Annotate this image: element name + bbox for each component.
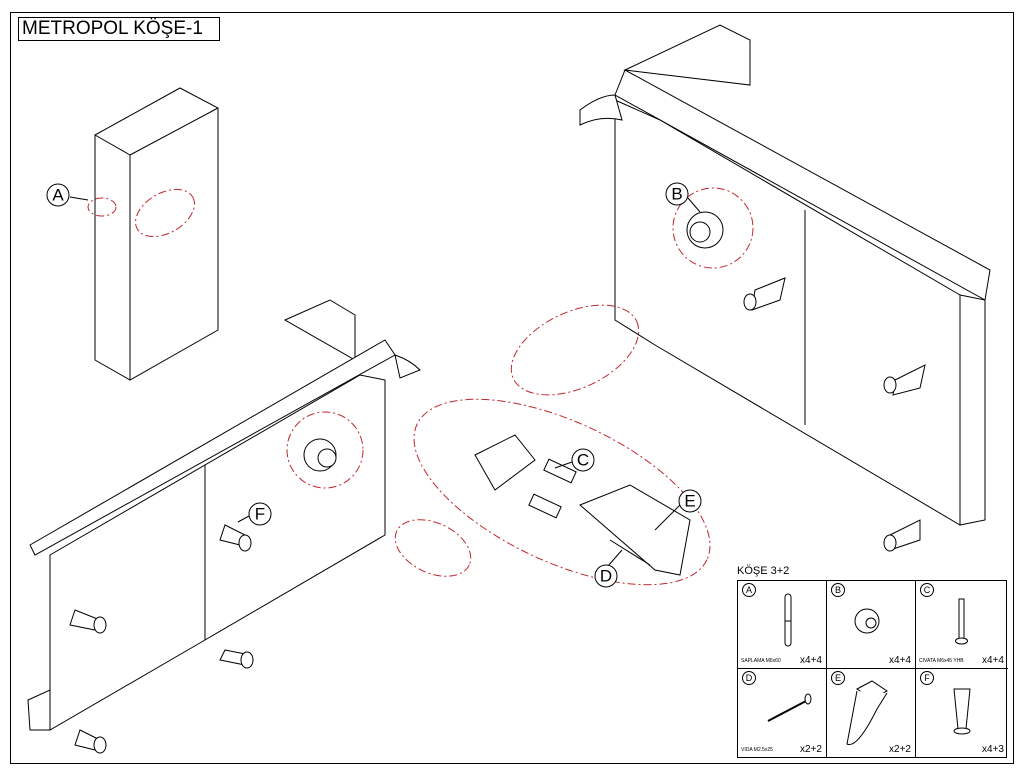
part-cell-b: B x4+4 bbox=[827, 581, 916, 669]
svg-text:C: C bbox=[577, 451, 589, 470]
part-cell-e: E x2+2 bbox=[827, 669, 916, 757]
right-sofa-frame bbox=[579, 24, 991, 526]
part-cell-a: A SAPLAMA M6x60 x4+4 bbox=[738, 581, 827, 669]
b-cam-fittings bbox=[303, 211, 724, 472]
bolt-icon bbox=[955, 598, 968, 645]
side-panel bbox=[94, 87, 219, 381]
drawing-frame bbox=[10, 12, 1014, 764]
callout-d: D bbox=[594, 549, 623, 588]
svg-text:B: B bbox=[671, 185, 682, 204]
exploded-bracket-detail bbox=[474, 434, 691, 576]
svg-text:E: E bbox=[684, 492, 695, 511]
cam-lock-icon bbox=[854, 608, 880, 634]
part-cell-f: F x4+3 bbox=[916, 669, 1008, 757]
callout-c: C bbox=[554, 448, 595, 472]
dowel-icon bbox=[784, 593, 792, 647]
svg-text:A: A bbox=[52, 186, 64, 205]
leg-icon bbox=[953, 688, 971, 735]
part-cell-d: D VIDA M2.5x25 x2+2 bbox=[738, 669, 827, 757]
parts-table-heading: KÖŞE 3+2 bbox=[737, 565, 790, 577]
page-title: METROPOL KÖŞE-1 bbox=[18, 17, 220, 41]
screw-icon bbox=[767, 693, 812, 722]
detail-ellipses bbox=[87, 187, 754, 586]
callout-e: E bbox=[654, 489, 702, 531]
callout-f: F bbox=[237, 502, 272, 526]
left-sofa-frame bbox=[27, 299, 421, 731]
callout-a: A bbox=[46, 183, 89, 207]
callout-b: B bbox=[665, 182, 701, 213]
legs bbox=[69, 277, 926, 754]
parts-table: KÖŞE 3+2 A SAPLAMA M6x60 x4+4 B x4+4 C C… bbox=[737, 565, 1008, 758]
corner-leg-icon bbox=[846, 680, 888, 746]
part-cell-c: C CIVATA M6x45 YHB x4+4 bbox=[916, 581, 1008, 669]
svg-text:D: D bbox=[600, 567, 612, 586]
svg-text:F: F bbox=[255, 505, 265, 524]
